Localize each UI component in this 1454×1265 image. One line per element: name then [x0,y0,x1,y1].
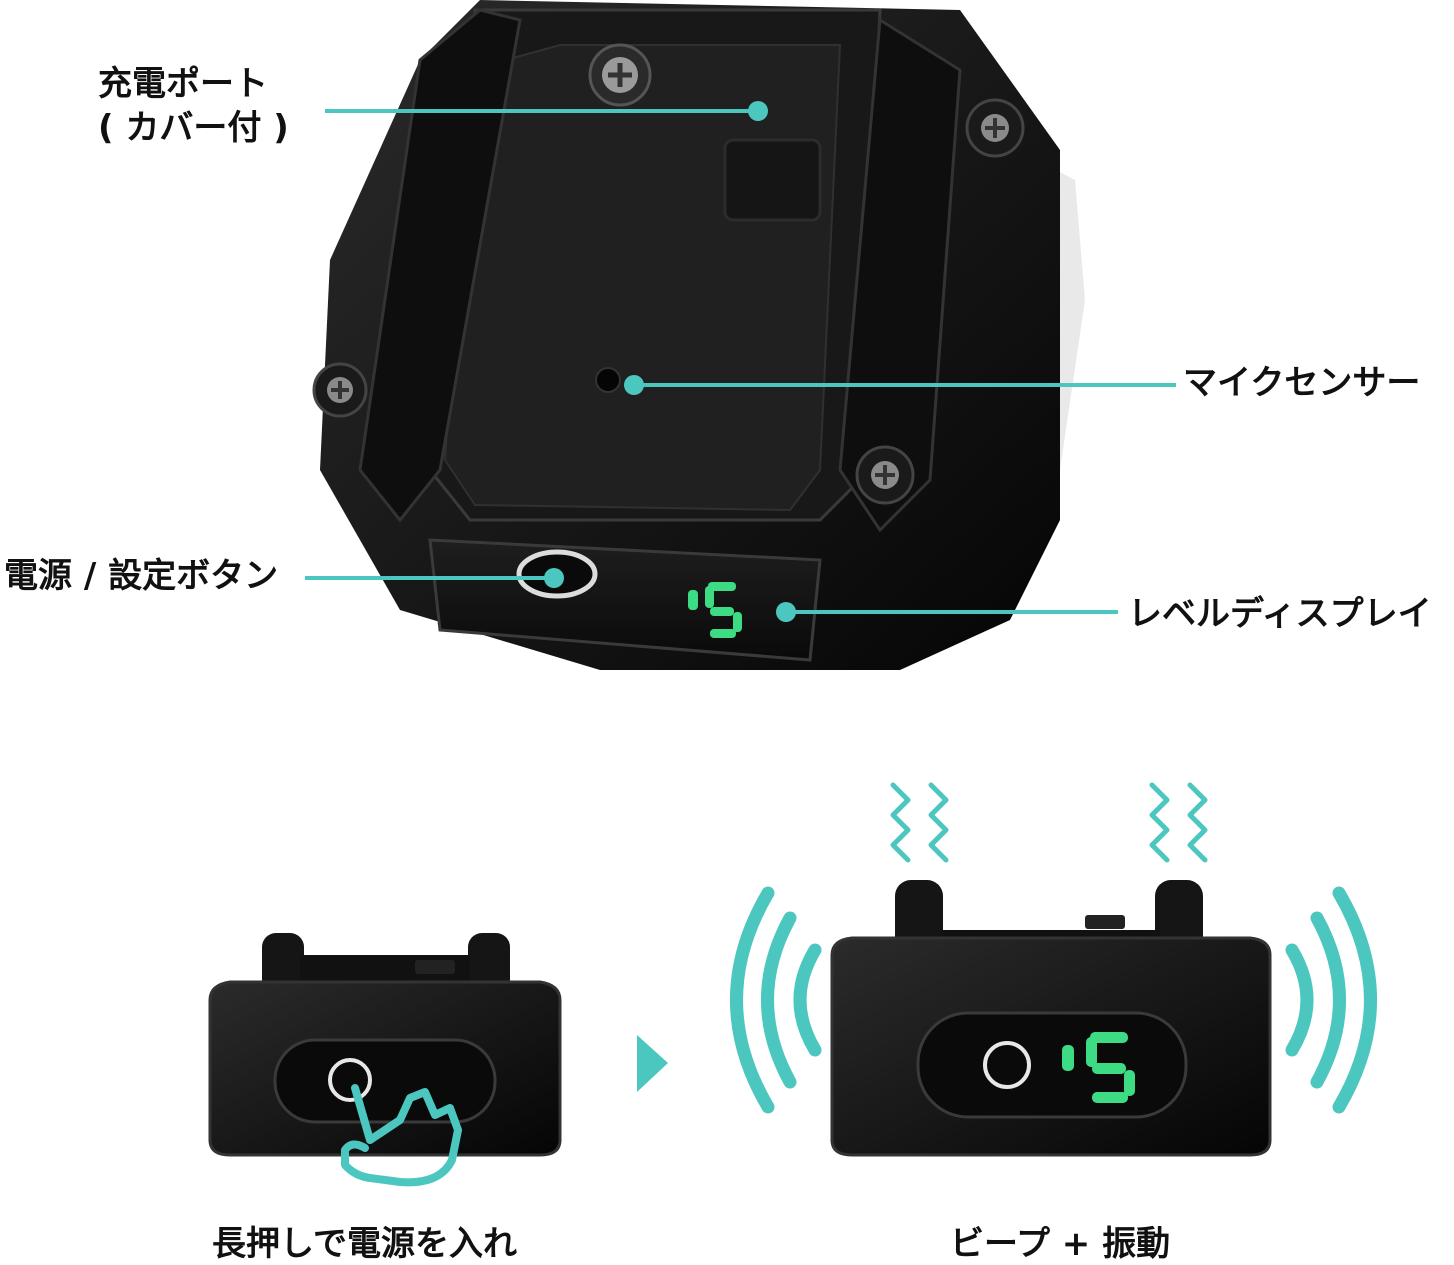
power-button-dot [544,568,564,588]
main-device [312,0,1085,670]
screw-icon [312,362,368,418]
power-button-leader [305,576,553,580]
screw-icon [965,98,1025,158]
level-display-label: レベルディスプレイ [1128,594,1432,634]
screw-icon [855,445,915,505]
charging-port-dot [748,101,768,121]
step1-caption: 長押しで電源を入れ [212,1224,517,1264]
level-display-leader [786,610,1118,614]
mic-sensor-dot [624,375,644,395]
charging-port-label-line2: ( カバー付 ) [98,108,289,148]
pointing-hand-icon [341,1084,462,1187]
level-display-digit [1062,1032,1135,1103]
screw-icon [588,43,652,107]
step2-caption: ビープ + 振動 [950,1224,1171,1264]
mic-sensor-leader [634,383,1176,387]
step1-device [208,933,562,1187]
next-arrow-icon [637,1035,668,1092]
sound-wave-icon [730,886,1377,1114]
level-display-digit [688,582,742,638]
level-display-dot [776,602,796,622]
mic-sensor-label: マイクセンサー [1183,363,1421,403]
charging-port-leader [325,109,757,113]
charging-port-label-line1: 充電ポート [98,64,268,104]
vibration-icon [890,782,1208,863]
power-button-label: 電源 / 設定ボタン [4,556,279,596]
mic-hole [595,367,621,393]
step2-device [830,880,1272,1157]
